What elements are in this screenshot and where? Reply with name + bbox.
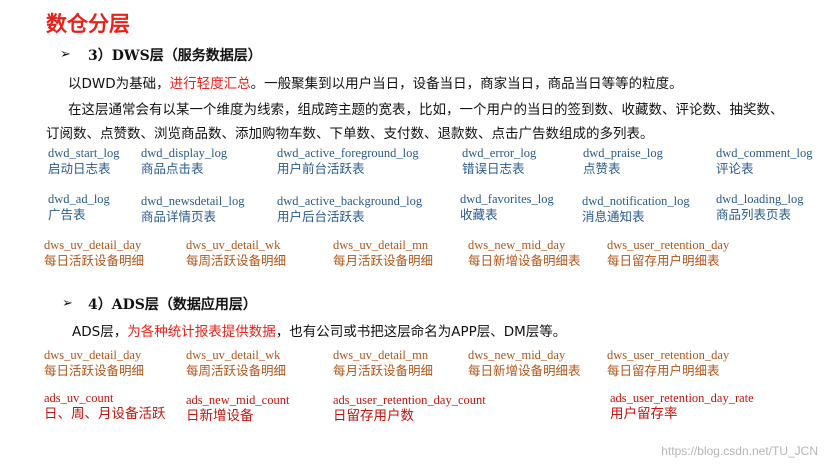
table-name: dwd_active_background_log — [277, 194, 423, 208]
table-name: dws_new_mid_day — [468, 238, 566, 252]
table-name: ads_uv_count — [44, 391, 114, 405]
table-desc: 日新增设备 — [186, 408, 254, 424]
table-desc: 用户前台活跃表 — [277, 161, 365, 176]
table-name: dwd_active_foreground_log — [277, 146, 419, 160]
dws-table-uv-detail-day: dws_uv_detail_day 每日活跃设备明细 — [44, 238, 144, 269]
table-desc: 日留存用户数 — [333, 408, 414, 424]
table-desc: 错误日志表 — [462, 161, 525, 176]
dwd-table-loading-log: dwd_loading_log 商品列表页表 — [716, 192, 804, 223]
table-name: dws_uv_detail_mn — [333, 348, 429, 362]
dwd-table-display-log: dwd_display_log 商品点击表 — [141, 146, 227, 177]
ads-bullet: ➢ — [62, 296, 73, 311]
table-name: dwd_notification_log — [582, 194, 690, 208]
dwd-table-active-foreground-log: dwd_active_foreground_log 用户前台活跃表 — [277, 146, 419, 177]
dws-detail-line2: 订阅数、点赞数、浏览商品数、添加购物车数、下单数、支付数、退款数、点击广告数组成… — [46, 126, 654, 142]
table-name: dws_user_retention_day — [607, 238, 730, 252]
table-desc: 收藏表 — [460, 207, 498, 222]
table-name: dws_new_mid_day — [468, 348, 566, 362]
dws-heading: 3）DWS层（服务数据层） — [88, 48, 262, 64]
table-name: dwd_praise_log — [583, 146, 663, 160]
table-desc: 每月活跃设备明细 — [333, 253, 434, 268]
ads-source-new-mid-day: dws_new_mid_day 每日新增设备明细表 — [468, 348, 581, 379]
table-desc: 商品列表页表 — [716, 207, 792, 222]
table-desc: 每日新增设备明细表 — [468, 253, 581, 268]
table-desc: 用户留存率 — [610, 406, 678, 422]
table-desc: 每日留存用户明细表 — [607, 363, 720, 378]
dws-desc-pre: 以DWD为基础， — [68, 76, 170, 92]
table-desc: 启动日志表 — [48, 161, 111, 176]
table-name: ads_new_mid_count — [186, 393, 290, 407]
table-name: dws_uv_detail_wk — [186, 238, 281, 252]
table-desc: 每日活跃设备明细 — [44, 253, 145, 268]
dws-desc-post: 。一般聚集到以用户当日，设备当日，商家当日，商品当日等等的粒度。 — [250, 76, 683, 92]
table-name: dws_user_retention_day — [607, 348, 730, 362]
ads-source-uv-detail-mn: dws_uv_detail_mn 每月活跃设备明细 — [333, 348, 433, 379]
dwd-table-comment-log: dwd_comment_log 评论表 — [716, 146, 813, 177]
table-name: dws_uv_detail_day — [44, 238, 142, 252]
table-name: dwd_comment_log — [716, 146, 813, 160]
table-name: dws_uv_detail_mn — [333, 238, 429, 252]
dwd-table-newsdetail-log: dwd_newsdetail_log 商品详情页表 — [141, 194, 244, 225]
table-desc: 每月活跃设备明细 — [333, 363, 434, 378]
table-desc: 每周活跃设备明细 — [186, 253, 287, 268]
table-name: dws_uv_detail_day — [44, 348, 142, 362]
dws-detail-line1: 在这层通常会有以某一个维度为线索，组成跨主题的宽表，比如，一个用户的当日的签到数… — [68, 102, 784, 118]
table-name: dwd_loading_log — [716, 192, 804, 206]
table-desc: 点赞表 — [583, 161, 621, 176]
ads-heading: 4）ADS层（数据应用层） — [88, 297, 257, 313]
ads-source-user-retention-day: dws_user_retention_day 每日留存用户明细表 — [607, 348, 729, 379]
table-desc: 评论表 — [716, 161, 754, 176]
ads-table-user-retention-day-rate: ads_user_retention_day_rate 用户留存率 — [610, 391, 754, 422]
ads-desc-highlight: 为各种统计报表提供数据 — [127, 324, 276, 340]
ads-table-user-retention-day-count: ads_user_retention_day_count 日留存用户数 — [333, 393, 486, 424]
watermark: https://blog.csdn.net/TU_JCN — [661, 444, 818, 458]
table-desc: 每周活跃设备明细 — [186, 363, 287, 378]
dws-description: 以DWD为基础，进行轻度汇总。一般聚集到以用户当日，设备当日，商家当日，商品当日… — [68, 72, 683, 92]
dwd-table-start-log: dwd_start_log 启动日志表 — [48, 146, 120, 177]
table-name: dwd_error_log — [462, 146, 537, 160]
table-desc: 用户后台活跃表 — [277, 209, 365, 224]
table-desc: 商品点击表 — [141, 161, 204, 176]
table-name: dwd_display_log — [141, 146, 228, 160]
ads-table-new-mid-count: ads_new_mid_count 日新增设备 — [186, 393, 289, 424]
table-desc: 消息通知表 — [582, 209, 645, 224]
table-desc: 日、周、月设备活跃 — [44, 406, 166, 422]
table-name: dwd_favorites_log — [460, 192, 554, 206]
dws-table-uv-detail-mn: dws_uv_detail_mn 每月活跃设备明细 — [333, 238, 433, 269]
table-name: ads_user_retention_day_count — [333, 393, 486, 407]
dws-desc-highlight: 进行轻度汇总 — [169, 76, 251, 92]
table-desc: 每日留存用户明细表 — [607, 253, 720, 268]
ads-table-uv-count: ads_uv_count 日、周、月设备活跃 — [44, 391, 166, 422]
table-desc: 商品详情页表 — [141, 209, 217, 224]
table-name: ads_user_retention_day_rate — [610, 391, 754, 405]
table-name: dwd_start_log — [48, 146, 120, 160]
ads-desc-pre: ADS层， — [72, 324, 128, 340]
dwd-table-error-log: dwd_error_log 错误日志表 — [462, 146, 536, 177]
dws-table-user-retention-day: dws_user_retention_day 每日留存用户明细表 — [607, 238, 729, 269]
page-title: 数仓分层 — [46, 12, 130, 36]
table-desc: 每日新增设备明细表 — [468, 363, 581, 378]
ads-desc-post: ，也有公司或书把这层命名为APP层、DM层等。 — [275, 324, 567, 340]
dwd-table-notification-log: dwd_notification_log 消息通知表 — [582, 194, 690, 225]
dwd-table-favorites-log: dwd_favorites_log 收藏表 — [460, 192, 554, 223]
dws-table-new-mid-day: dws_new_mid_day 每日新增设备明细表 — [468, 238, 581, 269]
dwd-table-praise-log: dwd_praise_log 点赞表 — [583, 146, 663, 177]
dwd-table-active-background-log: dwd_active_background_log 用户后台活跃表 — [277, 194, 422, 225]
ads-source-uv-detail-day: dws_uv_detail_day 每日活跃设备明细 — [44, 348, 144, 379]
table-name: dws_uv_detail_wk — [186, 348, 281, 362]
table-name: dwd_ad_log — [48, 192, 110, 206]
table-desc: 每日活跃设备明细 — [44, 363, 145, 378]
ads-description: ADS层，为各种统计报表提供数据，也有公司或书把这层命名为APP层、DM层等。 — [72, 320, 566, 340]
ads-source-uv-detail-wk: dws_uv_detail_wk 每周活跃设备明细 — [186, 348, 286, 379]
dws-bullet: ➢ — [60, 47, 71, 62]
table-desc: 广告表 — [48, 207, 86, 222]
table-name: dwd_newsdetail_log — [141, 194, 245, 208]
dws-table-uv-detail-wk: dws_uv_detail_wk 每周活跃设备明细 — [186, 238, 286, 269]
dwd-table-ad-log: dwd_ad_log 广告表 — [48, 192, 110, 223]
